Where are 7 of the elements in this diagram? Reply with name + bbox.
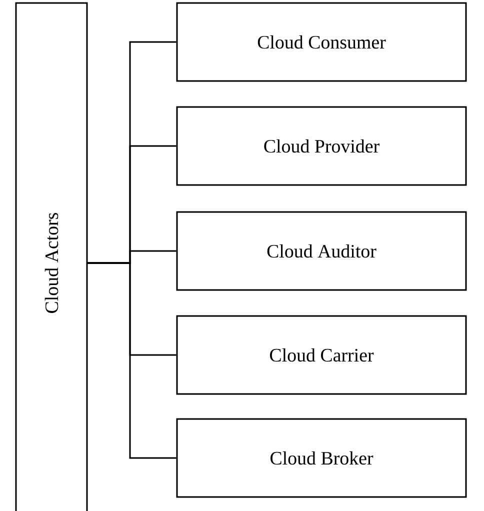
actor-box: Cloud Actors	[15, 2, 88, 511]
category-box: Cloud Auditor	[176, 211, 467, 291]
category-box: Cloud Provider	[176, 106, 467, 186]
connector-line	[88, 262, 176, 459]
category-box: Cloud Consumer	[176, 2, 467, 82]
category-box: Cloud Broker	[176, 418, 467, 498]
category-box: Cloud Carrier	[176, 315, 467, 395]
